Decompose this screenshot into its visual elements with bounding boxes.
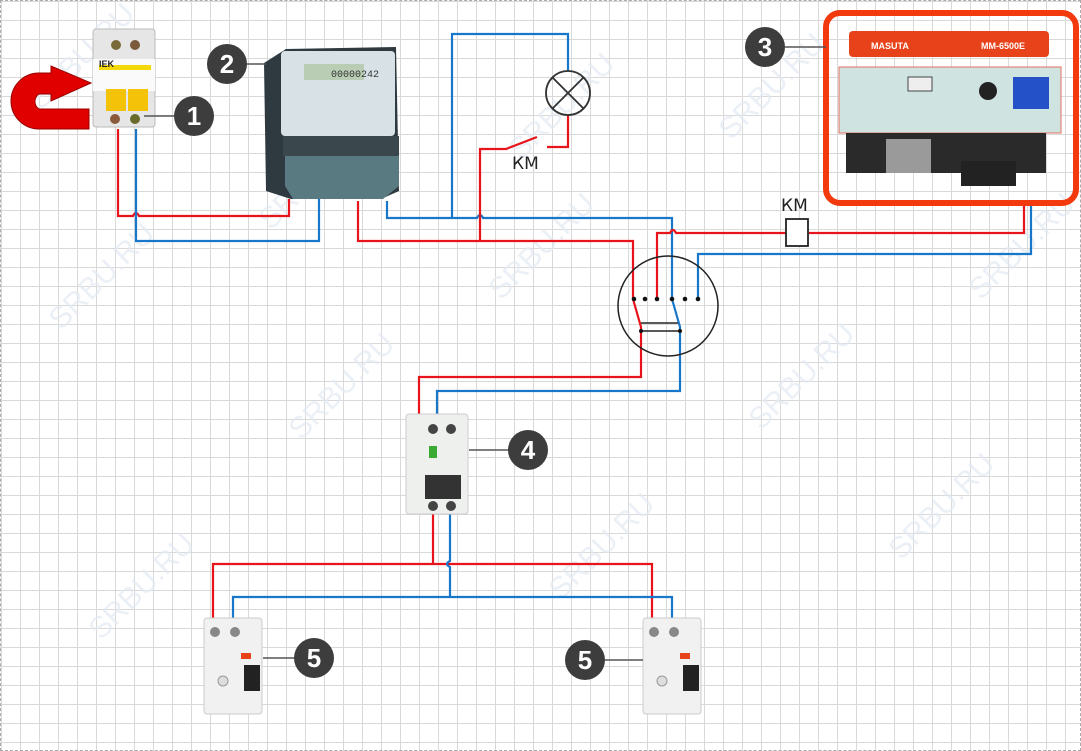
meter-display: 00000242 <box>331 70 379 81</box>
switch-blade-phase <box>417 298 643 416</box>
callout-leaders <box>144 46 826 661</box>
watermark-text: SRBU.RU <box>883 447 1002 566</box>
wire-neutral-generator <box>696 201 1033 299</box>
watermark-text: SRBU.RU <box>543 487 662 606</box>
callout-5-right: 5 <box>565 640 605 680</box>
watermark-text: SRBU.RU <box>83 527 202 646</box>
callout-2: 2 <box>207 44 247 84</box>
lamp-icon <box>545 70 591 116</box>
callout-4: 4 <box>508 430 548 470</box>
changeover-switch <box>617 255 719 357</box>
callout-3: 3 <box>745 27 785 67</box>
input-arrow-icon <box>10 65 93 130</box>
input-breaker: IEK <box>92 28 156 128</box>
wire-neutral-distribution <box>231 514 674 621</box>
wire-phase-distribution <box>211 514 654 621</box>
rcd-left <box>203 617 263 715</box>
wire-neutral-lamp <box>450 32 570 218</box>
callout-badges: 1 2 3 4 5 5 <box>174 27 785 680</box>
svg-text:4: 4 <box>521 435 536 465</box>
watermark-text: SRBU.RU <box>43 217 162 336</box>
relay-coil-label: КМ <box>781 196 808 216</box>
callout-1: 1 <box>174 96 214 136</box>
switch-blade-neutral <box>435 298 682 416</box>
electricity-meter: 00000242 <box>264 47 399 199</box>
generator-model: MM-6500E <box>981 41 1025 51</box>
generator-brand: MASUTA <box>871 41 909 51</box>
relay-coil <box>785 218 809 247</box>
watermark-text: SRBU.RU <box>483 187 602 306</box>
svg-text:5: 5 <box>578 645 592 675</box>
svg-text:3: 3 <box>758 32 772 62</box>
wire-neutral-breaker-meter <box>134 129 321 243</box>
relay-contact-label: КМ <box>512 154 539 174</box>
svg-text:5: 5 <box>307 643 321 673</box>
svg-text:2: 2 <box>220 49 234 79</box>
watermark-text: SRBU.RU <box>503 47 622 166</box>
relay-contact-km <box>478 135 538 241</box>
watermark-text: SRBU.RU <box>743 317 862 436</box>
wire-phase-generator <box>655 201 1026 299</box>
generator: MASUTA MM-6500E <box>823 10 1079 206</box>
watermark-text: SRBU.RU <box>283 327 402 446</box>
svg-text:1: 1 <box>187 101 201 131</box>
main-breaker <box>405 413 469 515</box>
rcd-right <box>642 617 702 715</box>
wire-phase-lamp <box>547 115 570 149</box>
breaker-brand: IEK <box>99 59 115 69</box>
callout-5-left: 5 <box>294 638 334 678</box>
